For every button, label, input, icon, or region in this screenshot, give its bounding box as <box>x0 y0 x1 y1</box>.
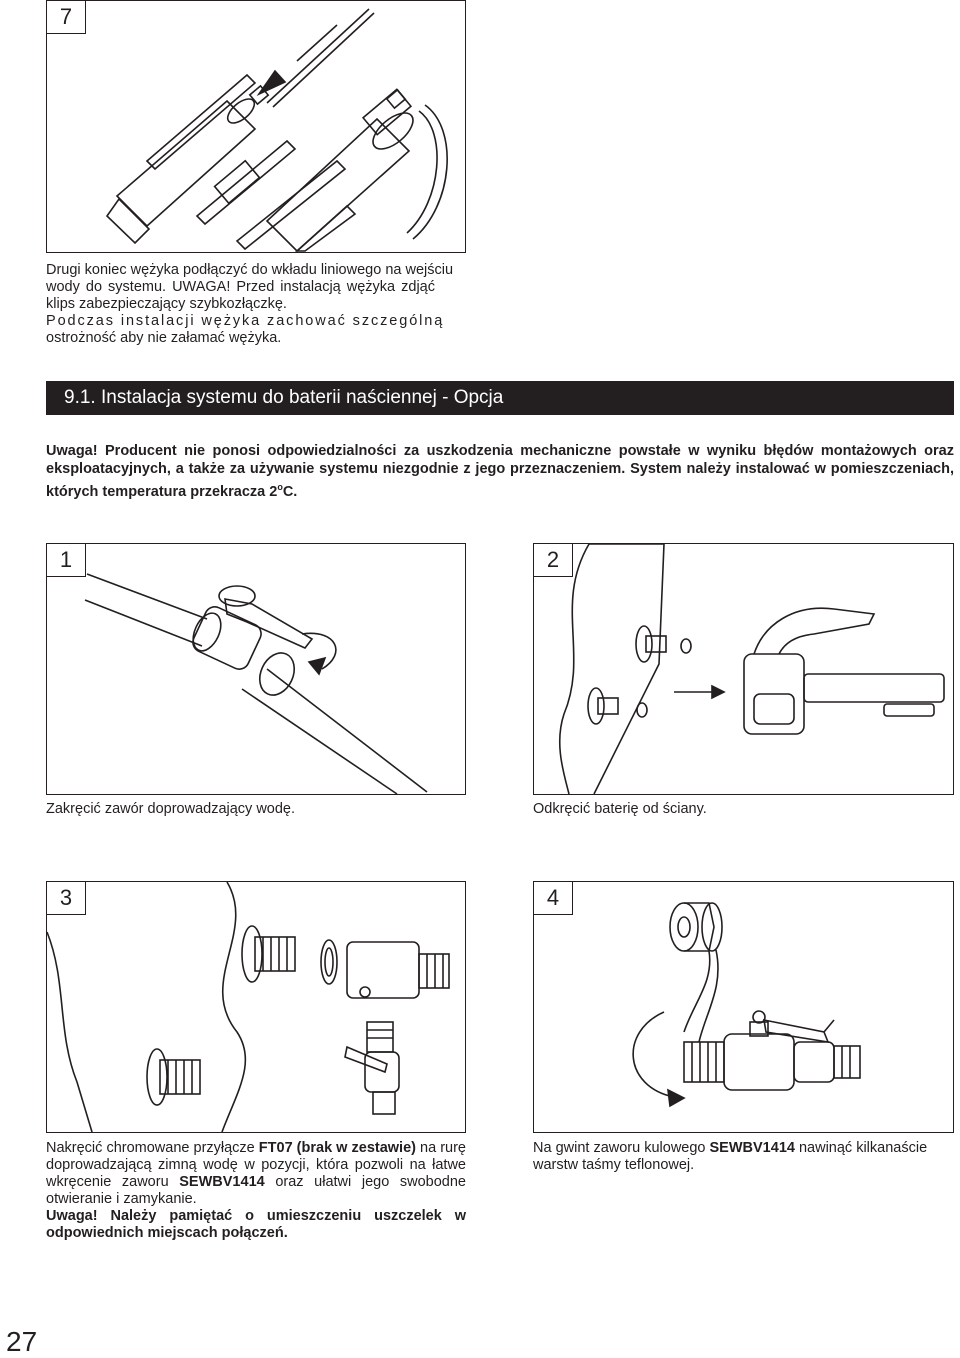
step-3-note: Uwaga! Należy pamiętać o umieszczeniu us… <box>46 1208 466 1241</box>
step-4-frame <box>533 881 954 1133</box>
warning-text: Uwaga! Producent nie ponosi odpowiedzial… <box>46 442 954 501</box>
section-title: 9.1. Instalacja systemu do baterii naści… <box>64 387 504 408</box>
step-4-number: 4 <box>533 881 573 915</box>
degree-superscript: o <box>277 482 283 492</box>
step-3-number: 3 <box>46 881 86 915</box>
step-7-text: Drugi koniec wężyka podłączyć do wkładu … <box>46 262 466 347</box>
step-4-illustration <box>632 902 861 1108</box>
step-3-caption-part-3: oraz ułatwi jego swobodne otwieranie i z… <box>46 1174 466 1207</box>
step-3-caption-part-1: Nakręcić chromowane przyłącze <box>46 1140 259 1156</box>
page-number: 27 <box>6 1326 38 1357</box>
step-7-number: 7 <box>46 0 86 34</box>
step-7-line-4: Podczas instalacji wężyka zachować szcze… <box>46 313 445 329</box>
step-2-caption: Odkręcić baterię od ściany. <box>533 801 707 817</box>
step-1-number: 1 <box>46 543 86 577</box>
step-1-illustration <box>84 573 428 795</box>
step-3-caption-bold-2: SEWBV1414 <box>179 1174 265 1190</box>
step-7-line-3: klips zabezpieczający szybkozłączkę. <box>46 296 287 312</box>
step-1-caption: Zakręcić zawór doprowadzający wodę. <box>46 801 296 817</box>
step-2-number: 2 <box>533 543 573 577</box>
section-header: 9.1. Instalacja systemu do baterii naści… <box>46 381 954 415</box>
step-7-frame <box>46 0 466 253</box>
step-7-line-5: ostrożność aby nie załamać wężyka. <box>46 330 282 346</box>
warning-unit: C. <box>282 483 298 500</box>
step-2-illustration <box>558 543 945 795</box>
step-4-caption-part-2: nawinąć kilkanaście warstw taśmy teflono… <box>533 1140 928 1173</box>
step-4-caption: Na gwint zaworu kulowego SEWBV1414 nawin… <box>533 1140 954 1174</box>
step-4-caption-part-1: Na gwint zaworu kulowego <box>533 1140 710 1156</box>
step-3-caption-part-2: na rurę doprowadzającą zimną wodę w pozy… <box>46 1140 466 1190</box>
step-7-line-2: wody do systemu. UWAGA! Przed instalacją… <box>46 279 435 295</box>
warning-body: Uwaga! Producent nie ponosi odpowiedzial… <box>46 443 954 500</box>
step-7-illustration <box>105 8 448 253</box>
step-4-caption-bold: SEWBV1414 <box>709 1140 795 1156</box>
step-3-illustration <box>46 881 450 1133</box>
step-3-caption-bold-1: FT07 (brak w zestawie) <box>258 1140 416 1156</box>
step-7-line-1: Drugi koniec wężyka podłączyć do wkładu … <box>46 262 454 278</box>
step-3-caption: Nakręcić chromowane przyłącze FT07 (brak… <box>46 1140 466 1242</box>
